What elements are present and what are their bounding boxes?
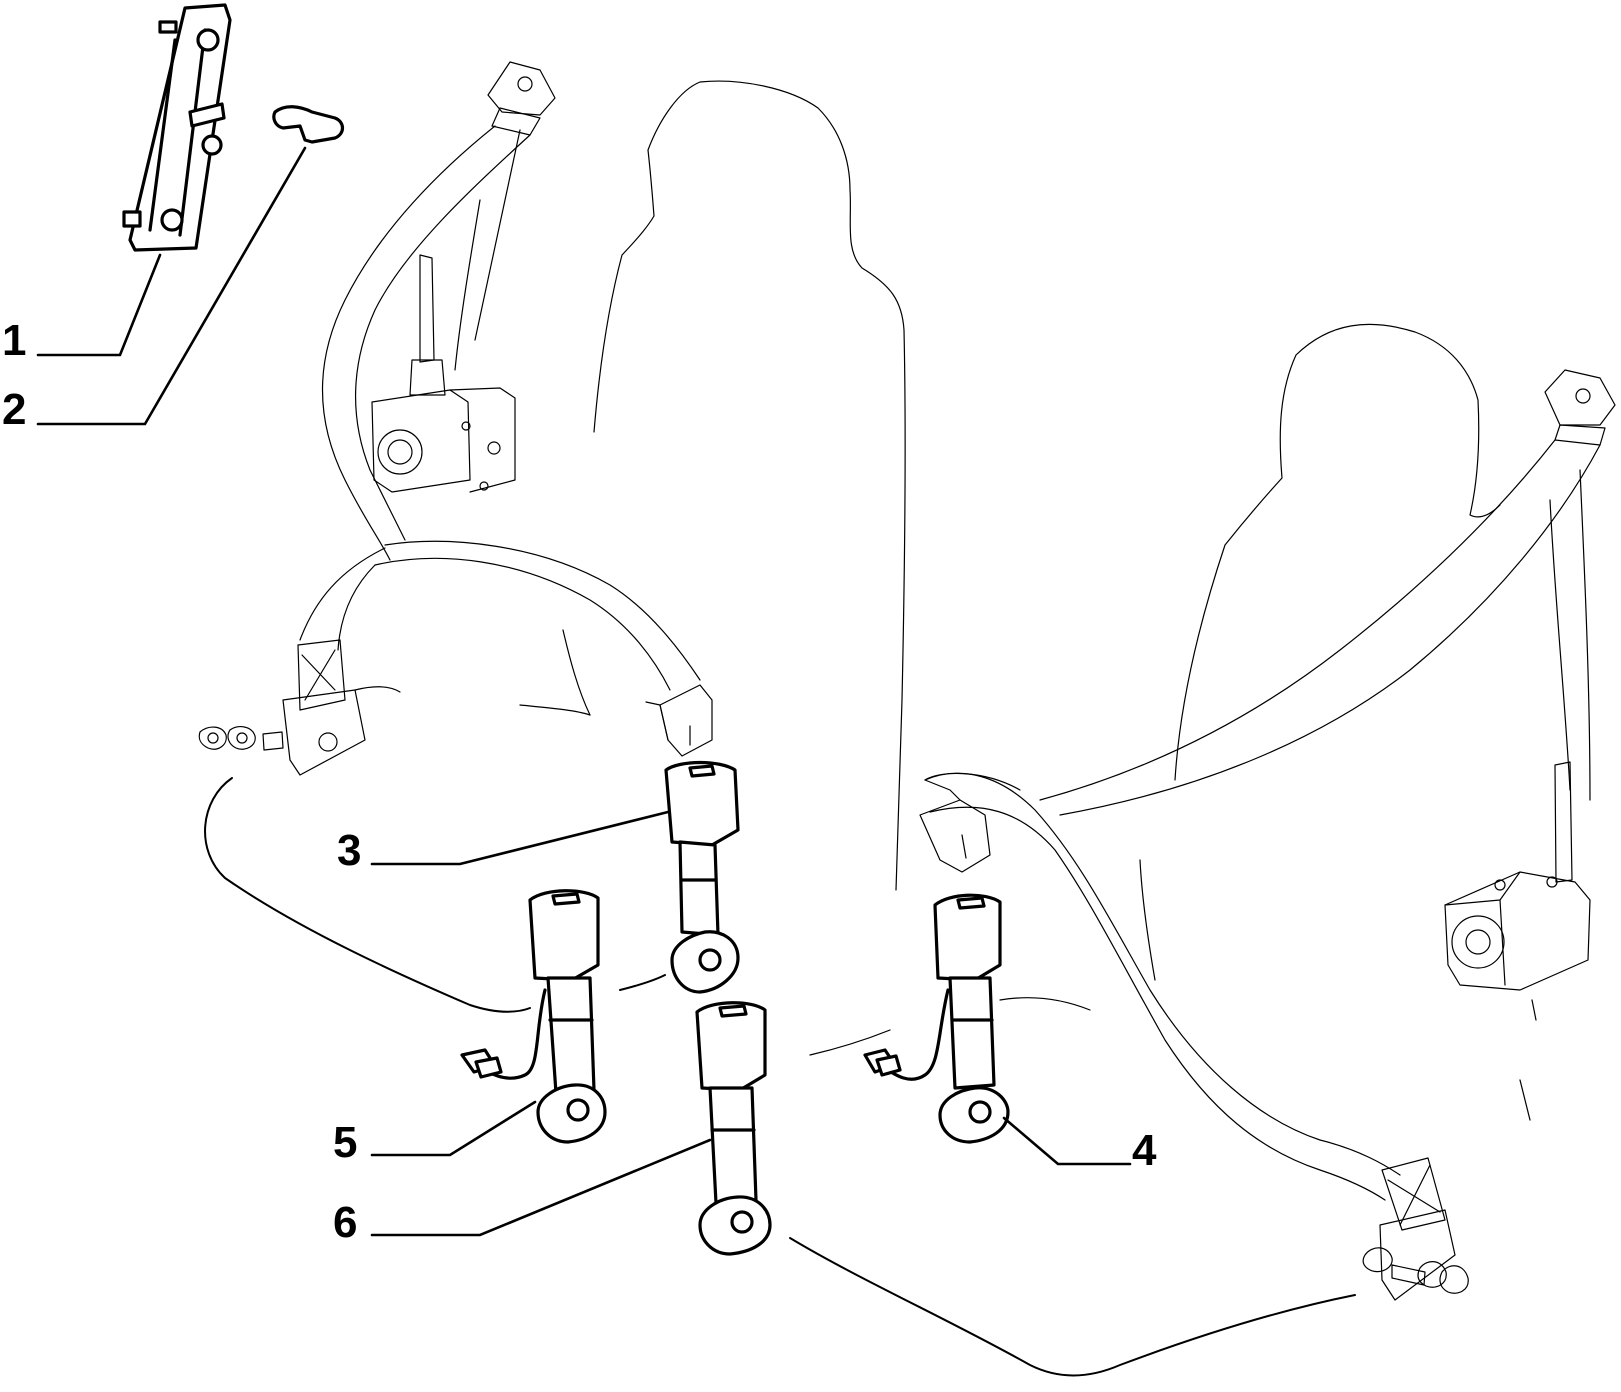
part-4-buckle-wired <box>863 893 1010 1144</box>
part-1-height-adjuster <box>122 3 232 252</box>
part-2-cover-cap <box>272 105 345 144</box>
right-seat-outline <box>809 323 1537 1121</box>
leader-line-5 <box>370 1100 537 1157</box>
left-upper-anchor <box>487 61 556 136</box>
callout-5: 5 <box>333 1118 357 1167</box>
left-shoulder-belt <box>321 125 531 561</box>
left-seat-outline <box>354 80 906 891</box>
left-lap-belt <box>299 540 701 691</box>
right-lap-belt <box>924 772 1401 1201</box>
callout-6: 6 <box>333 1198 357 1247</box>
leader-line-3 <box>370 810 670 866</box>
leader-line-1 <box>36 253 162 357</box>
callout-1: 1 <box>2 316 26 365</box>
floor-curves <box>204 777 1356 1377</box>
right-upper-anchor <box>1544 369 1616 446</box>
leader-line-4 <box>1002 1116 1132 1166</box>
callout-3: 3 <box>337 826 361 875</box>
leader-lines <box>36 146 1132 1237</box>
part-6-buckle <box>695 1001 772 1256</box>
left-lower-anchor <box>198 639 366 776</box>
right-shoulder-belt <box>1039 439 1601 816</box>
left-retractor <box>371 254 516 493</box>
right-retractor <box>1444 761 1591 991</box>
left-belt-tongue <box>645 684 713 757</box>
right-belt-tongue <box>919 779 991 873</box>
leader-line-2 <box>36 146 307 426</box>
callout-4: 4 <box>1132 1126 1157 1175</box>
part-3-buckle <box>664 760 740 994</box>
callout-2: 2 <box>2 385 26 434</box>
part-5-buckle-wired <box>460 889 607 1144</box>
callout-numbers: 1 2 3 4 5 6 <box>2 316 1157 1247</box>
leader-line-6 <box>370 1138 712 1237</box>
right-lower-anchor <box>1362 1157 1469 1301</box>
